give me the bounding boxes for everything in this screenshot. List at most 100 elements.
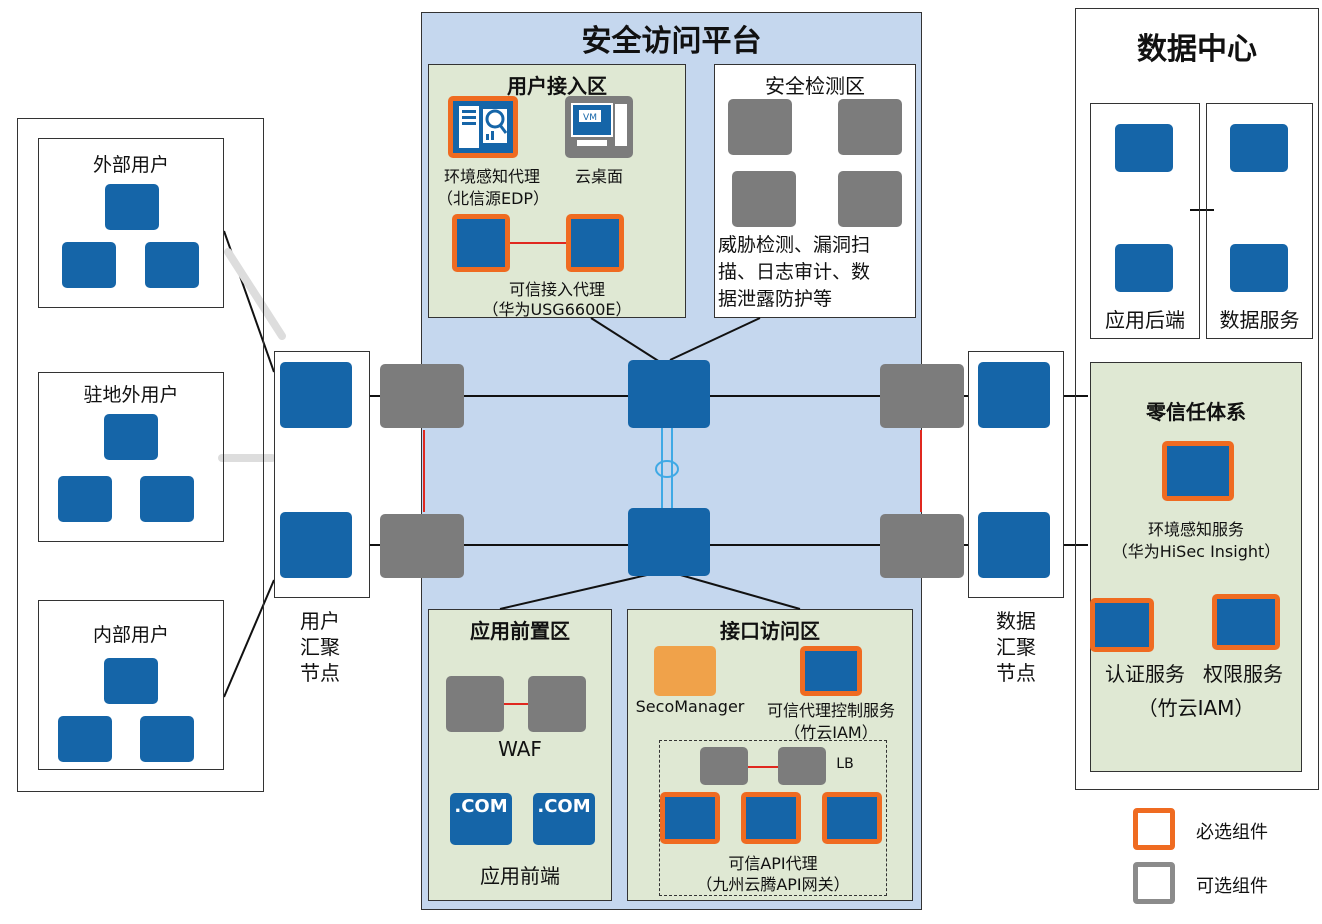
waf-label: WAF: [498, 737, 542, 761]
waf-computer-icon: [446, 676, 504, 732]
com-label: .COM: [454, 796, 508, 817]
app-frontend-label: 应用前端: [480, 864, 560, 888]
data-node-label-line: 数据: [996, 609, 1036, 633]
data-node-label: 数据 汇聚 节点: [992, 608, 1040, 686]
env-agent-vendor: （北信源EDP）: [436, 189, 550, 208]
data-node-label-line: 节点: [996, 661, 1036, 685]
zero-trust-title: 零信任体系: [1146, 400, 1246, 424]
external-users-group: [38, 138, 224, 308]
auth-service-icon: [1090, 598, 1154, 652]
lb-firewall-icon: [778, 747, 826, 785]
lb-firewall-icon: [700, 747, 748, 785]
resident-users-group: [38, 372, 224, 542]
app-server-icon: [1115, 124, 1173, 172]
data-service-icon: [1230, 124, 1288, 172]
firewall-icon: [880, 514, 964, 578]
resident-users-label: 驻地外用户: [83, 384, 179, 406]
link-line: [504, 703, 528, 705]
user-icon: [58, 476, 112, 522]
detect-server-icon: [838, 171, 902, 227]
permission-service-label: 权限服务: [1203, 662, 1283, 686]
app-backend-group: [1090, 103, 1200, 339]
web-server-icon: [450, 793, 512, 845]
waf-computer-icon: [528, 676, 586, 732]
router-icon: [978, 362, 1050, 428]
lb-label: LB: [836, 756, 854, 772]
users-frame: [17, 118, 264, 792]
web-server-icon: [533, 793, 595, 845]
detect-desc-line: 威胁检测、漏洞扫: [718, 234, 871, 256]
firewall-icon: [880, 364, 964, 428]
api-proxy-icon: [660, 792, 720, 844]
link-line: [510, 242, 566, 244]
control-service-icon: [800, 646, 862, 696]
data-service-icon: [1230, 244, 1288, 292]
control-service-label: 可信代理控制服务: [766, 701, 895, 720]
permission-service-icon: [1212, 594, 1280, 650]
legend-required-swatch: [1133, 808, 1175, 850]
legend-optional-swatch: [1133, 862, 1175, 904]
api-proxy-group: [659, 740, 887, 896]
trusted-proxy-firewall-icon: [566, 214, 624, 272]
radar-icon: [1162, 441, 1234, 501]
core-switch-icon: [628, 360, 710, 428]
control-service-vendor: （竹云IAM）: [784, 723, 878, 742]
cloud-desktop-icon: VM: [565, 96, 633, 158]
link-line: [748, 766, 778, 768]
router-icon: [978, 512, 1050, 578]
env-agent-label: 环境感知代理: [443, 167, 540, 186]
user-icon: [140, 476, 194, 522]
app-front-zone: [428, 609, 612, 901]
user-node-label-line: 节点: [300, 661, 340, 685]
detect-server-icon: [732, 171, 796, 227]
firewall-icon: [380, 364, 464, 428]
env-service-vendor: （华为HiSec Insight）: [1111, 542, 1281, 561]
com-label: .COM: [537, 796, 591, 817]
external-users-label: 外部用户: [92, 154, 169, 176]
router-icon: [280, 362, 352, 428]
cloud-desktop-label: 云桌面: [574, 167, 623, 186]
platform-title: 安全访问平台: [581, 24, 762, 59]
router-icon: [280, 512, 352, 578]
app-backend-label: 应用后端: [1105, 308, 1185, 332]
internal-users-label: 内部用户: [92, 624, 169, 646]
data-service-label: 数据服务: [1219, 308, 1300, 332]
trusted-proxy-firewall-icon: [452, 214, 510, 272]
user-node-label-line: 用户: [300, 609, 340, 633]
detect-server-icon: [838, 99, 902, 155]
core-switch-icon: [628, 508, 710, 576]
user-icon: [58, 716, 112, 762]
security-detect-zone-title: 安全检测区: [765, 74, 865, 98]
user-icon: [104, 658, 158, 704]
env-service-label: 环境感知服务: [1147, 520, 1244, 539]
firewall-icon: [380, 514, 464, 578]
user-icon: [104, 414, 158, 460]
data-center: [1075, 8, 1319, 790]
app-server-icon: [1115, 244, 1173, 292]
iam-vendor-label: （竹云IAM）: [1137, 696, 1255, 720]
api-proxy-vendor: （九州云腾API网关）: [696, 875, 850, 894]
detect-desc-line: 描、日志审计、数: [718, 261, 871, 283]
detect-desc-line: 据泄露防护等: [718, 288, 833, 310]
seco-manager-icon: [654, 646, 716, 696]
data-service-group: [1206, 103, 1313, 339]
detect-desc: 威胁检测、漏洞扫 描、日志审计、数 据泄露防护等: [718, 232, 914, 313]
api-proxy-label: 可信API代理: [728, 854, 818, 873]
zero-trust-system: [1090, 362, 1302, 772]
api-access-zone-title: 接口访问区: [720, 619, 820, 643]
user-icon: [140, 716, 194, 762]
detect-server-icon: [728, 99, 792, 155]
env-agent-icon: [448, 96, 518, 158]
user-icon: [62, 242, 116, 288]
user-access-zone-title: 用户接入区: [507, 74, 607, 98]
user-node-label: 用户 汇聚 节点: [296, 608, 344, 686]
app-front-zone-title: 应用前置区: [470, 619, 570, 643]
user-node-label-line: 汇聚: [300, 635, 340, 659]
internal-users-group: [38, 600, 224, 770]
trusted-proxy-vendor: （华为USG6600E）: [482, 300, 632, 319]
api-proxy-icon: [822, 792, 882, 844]
seco-manager-label: SecoManager: [635, 697, 745, 716]
legend-optional-label: 可选组件: [1196, 876, 1268, 897]
user-icon: [105, 184, 159, 230]
user-icon: [145, 242, 199, 288]
